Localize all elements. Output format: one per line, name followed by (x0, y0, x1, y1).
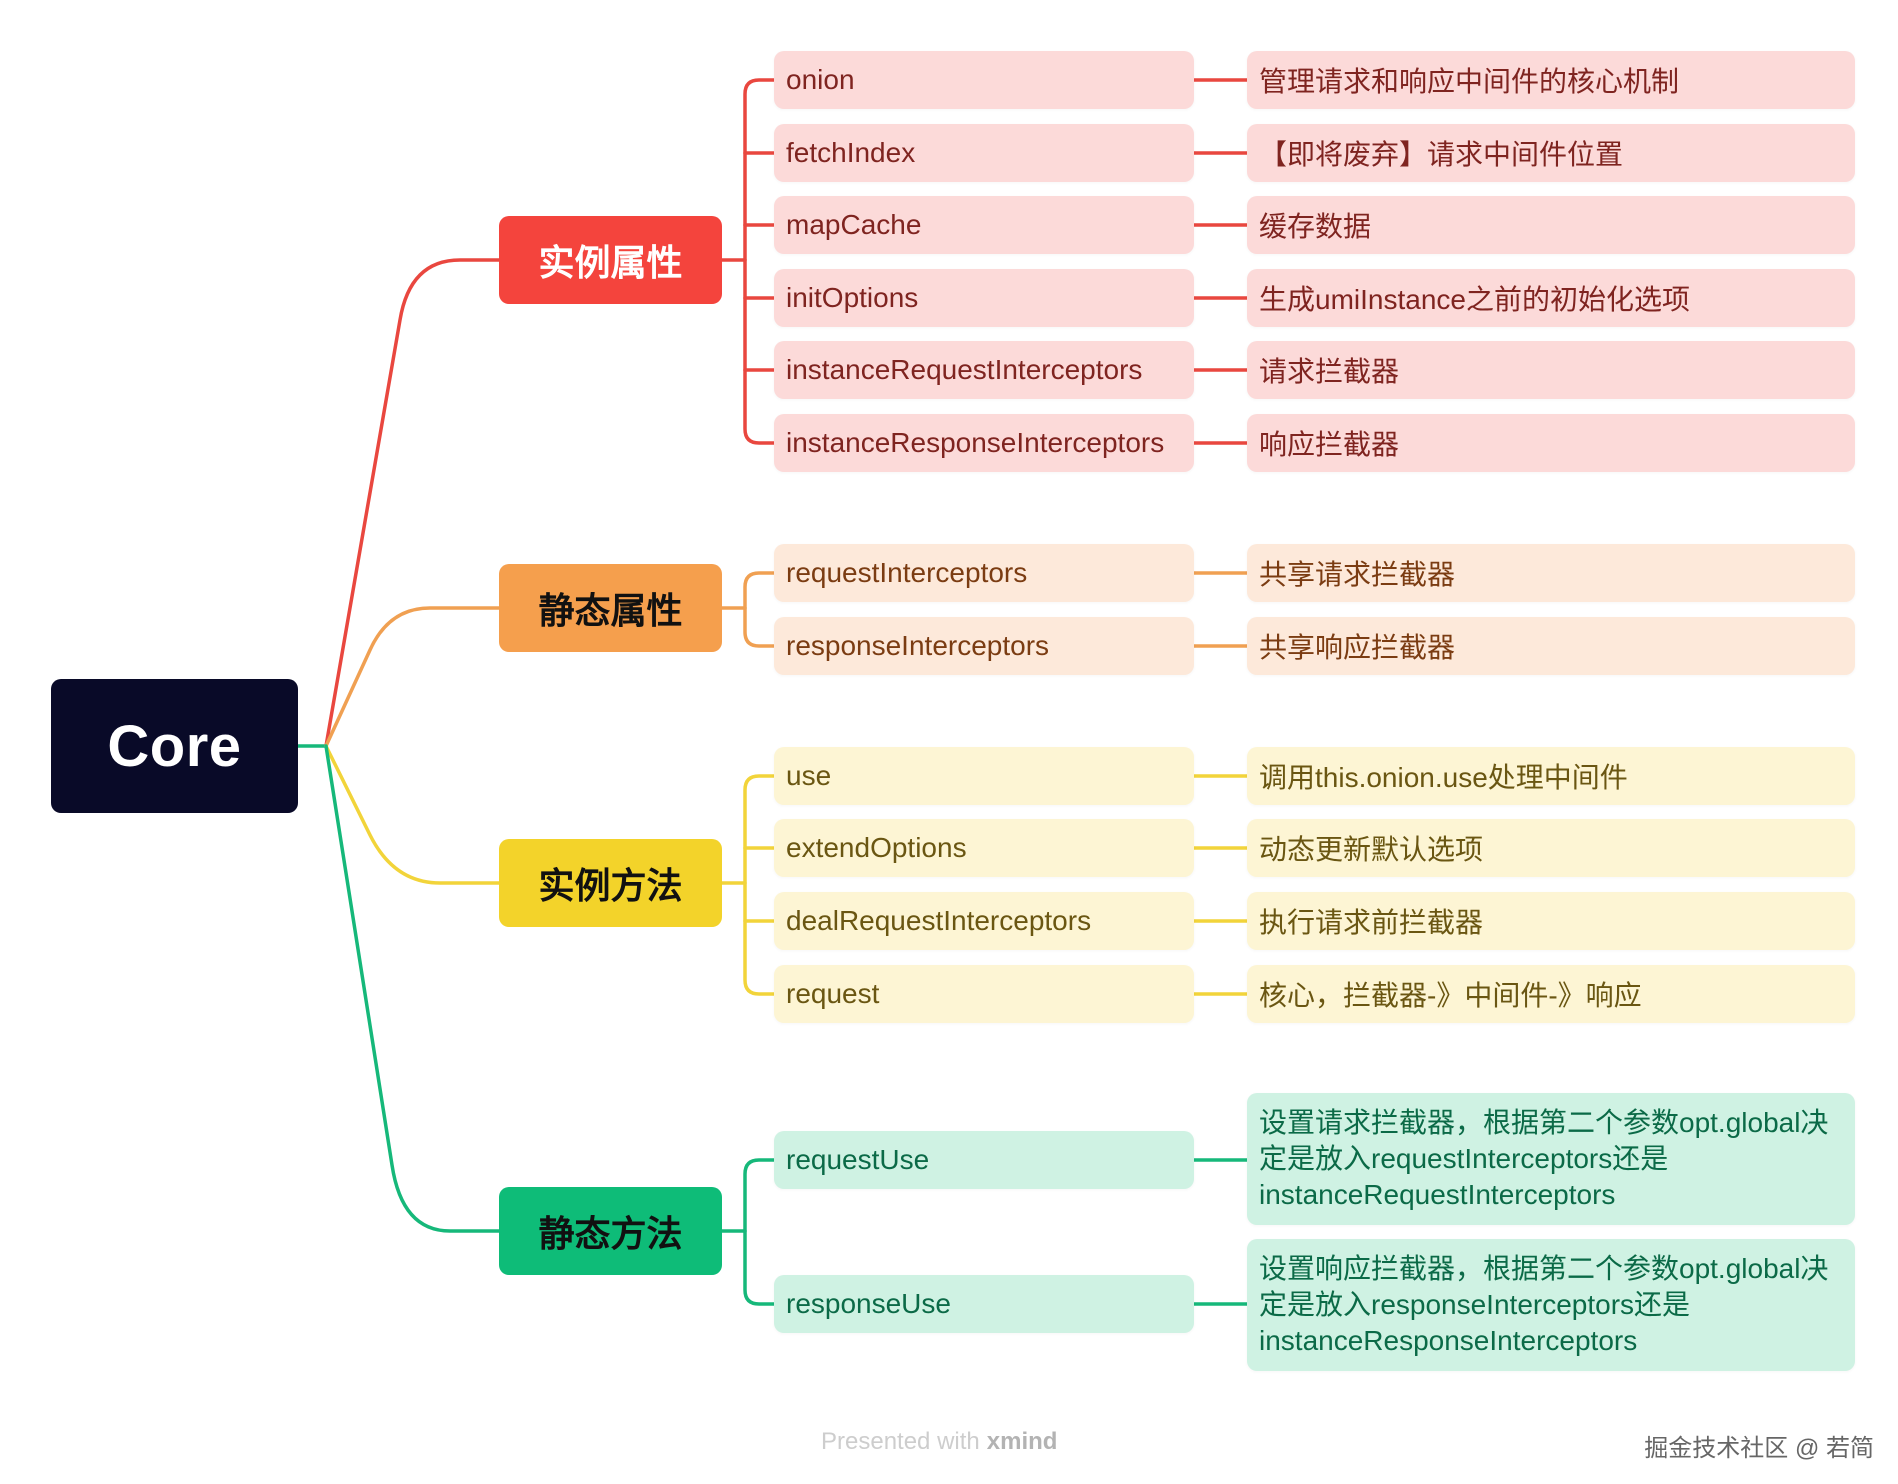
subtopic-request: request (774, 965, 1194, 1023)
subtopic-initoptions-description: 生成umiInstance之前的初始化选项 (1247, 269, 1855, 327)
connector-core-to-instance-methods (324, 744, 501, 885)
connector-instance-properties-bracket (743, 78, 776, 445)
subtopic-mapcache-description: 缓存数据 (1247, 196, 1855, 254)
subtopic-responseuse-description: 设置响应拦截器，根据第二个参数opt.global决定是放入responseIn… (1247, 1239, 1855, 1371)
subtopic-requestinterceptors: requestInterceptors (774, 544, 1194, 602)
subtopic-instanceresponseinterceptors-description: 响应拦截器 (1247, 414, 1855, 472)
topic-static-methods: 静态方法 (499, 1187, 722, 1275)
subtopic-responseuse: responseUse (774, 1275, 1194, 1333)
connector-static-methods-bracket (743, 1158, 776, 1306)
subtopic-requestuse: requestUse (774, 1131, 1194, 1189)
subtopic-responseinterceptors-description: 共享响应拦截器 (1247, 617, 1855, 675)
subtopic-dealrequestinterceptors-description: 执行请求前拦截器 (1247, 892, 1855, 950)
subtopic-onion: onion (774, 51, 1194, 109)
connector-core-to-static-methods (324, 744, 501, 1233)
connector-core-to-instance-properties (324, 258, 501, 748)
subtopic-extendoptions-description: 动态更新默认选项 (1247, 819, 1855, 877)
subtopic-fetchindex: fetchIndex (774, 124, 1194, 182)
subtopic-instanceresponseinterceptors: instanceResponseInterceptors (774, 414, 1194, 472)
subtopic-mapcache: mapCache (774, 196, 1194, 254)
topic-instance-properties: 实例属性 (499, 216, 722, 304)
connector-static-properties-bracket (743, 571, 776, 648)
subtopic-requestinterceptors-description: 共享请求拦截器 (1247, 544, 1855, 602)
subtopic-instancerequestinterceptors: instanceRequestInterceptors (774, 341, 1194, 399)
subtopic-requestuse-description: 设置请求拦截器，根据第二个参数opt.global决定是放入requestInt… (1247, 1093, 1855, 1225)
subtopic-onion-description: 管理请求和响应中间件的核心机制 (1247, 51, 1855, 109)
subtopic-instancerequestinterceptors-description: 请求拦截器 (1247, 341, 1855, 399)
xmind-brand-label: xmind (986, 1428, 1058, 1455)
subtopic-responseinterceptors: responseInterceptors (774, 617, 1194, 675)
subtopic-use-description: 调用this.onion.use处理中间件 (1247, 747, 1855, 805)
connector-core-to-static-properties (324, 606, 501, 748)
subtopic-use: use (774, 747, 1194, 805)
connector-instance-methods-bracket (743, 774, 776, 996)
presented-with-label: Presented with (821, 1428, 980, 1455)
topic-static-properties: 静态属性 (499, 564, 722, 652)
subtopic-request-description: 核心，拦截器-》中间件-》响应 (1247, 965, 1855, 1023)
source-watermark: 掘金技术社区 @ 若简 (1644, 1435, 1874, 1462)
subtopic-fetchindex-description: 【即将废弃】请求中间件位置 (1247, 124, 1855, 182)
central-topic-core: Core (51, 679, 298, 813)
subtopic-extendoptions: extendOptions (774, 819, 1194, 877)
topic-instance-methods: 实例方法 (499, 839, 722, 927)
subtopic-dealrequestinterceptors: dealRequestInterceptors (774, 892, 1194, 950)
subtopic-initoptions: initOptions (774, 269, 1194, 327)
